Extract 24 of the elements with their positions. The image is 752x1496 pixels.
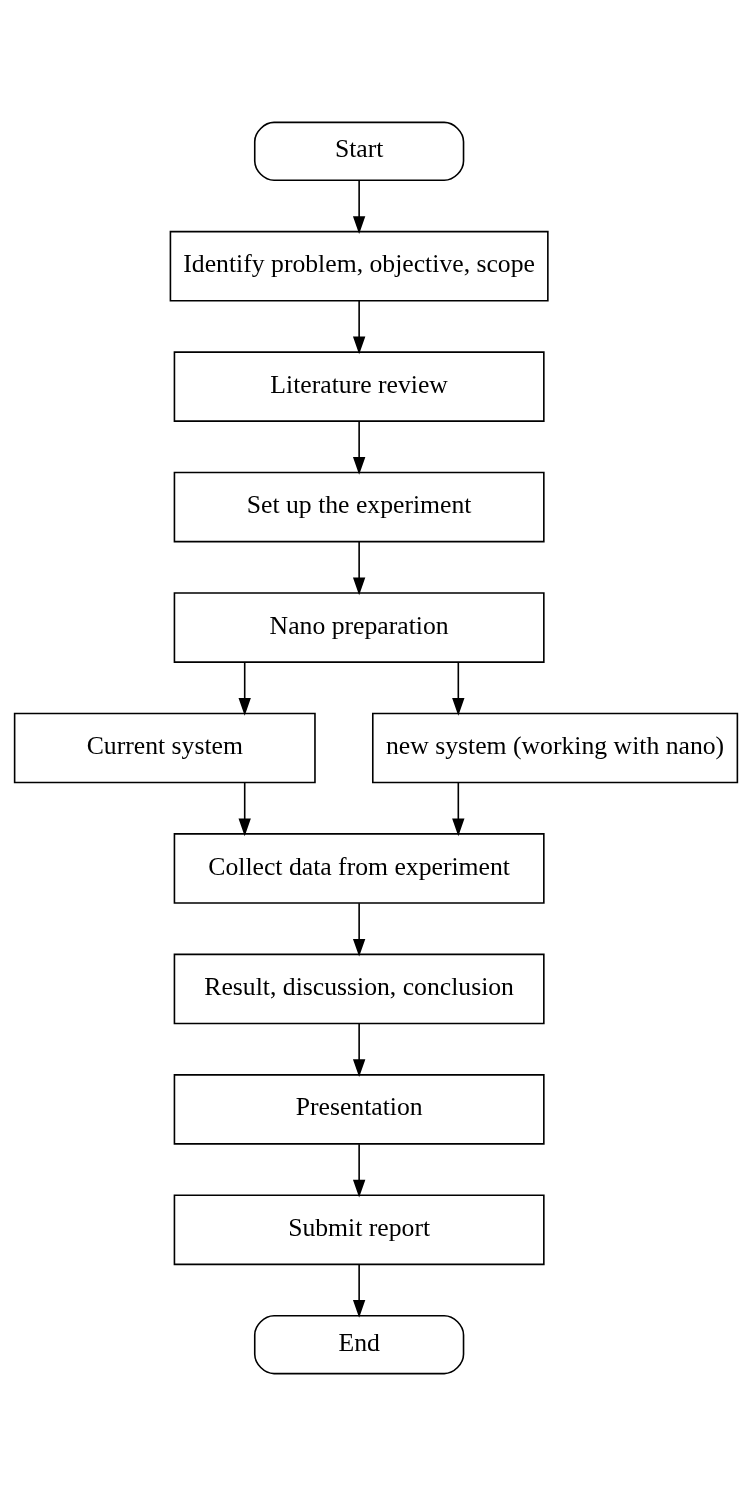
node-box: new system (working with nano)	[372, 712, 739, 784]
node-box: End	[253, 1314, 465, 1375]
arrow	[352, 420, 366, 475]
arrow	[352, 179, 366, 234]
node-box: Result, discussion, conclusion	[173, 953, 545, 1025]
arrow	[452, 782, 465, 837]
arrow	[238, 661, 251, 716]
arrow	[452, 661, 465, 716]
node-box: Presentation	[173, 1074, 545, 1145]
node-box: Start	[253, 121, 465, 182]
arrow	[352, 300, 366, 355]
node-box: Identify problem, objective, scope	[169, 230, 549, 302]
arrow	[352, 1022, 366, 1078]
arrow	[352, 541, 366, 596]
arrow	[238, 782, 251, 837]
node-box: Collect data from experiment	[173, 833, 545, 904]
arrow	[352, 1264, 366, 1318]
node-box: Submit report	[173, 1194, 545, 1266]
node-box: Current system	[13, 712, 316, 784]
arrow	[352, 902, 366, 957]
node-box: Set up the experiment	[173, 471, 545, 543]
arrow	[352, 1143, 366, 1198]
node-box: Nano preparation	[173, 592, 545, 663]
node-box: Literature review	[173, 351, 545, 422]
